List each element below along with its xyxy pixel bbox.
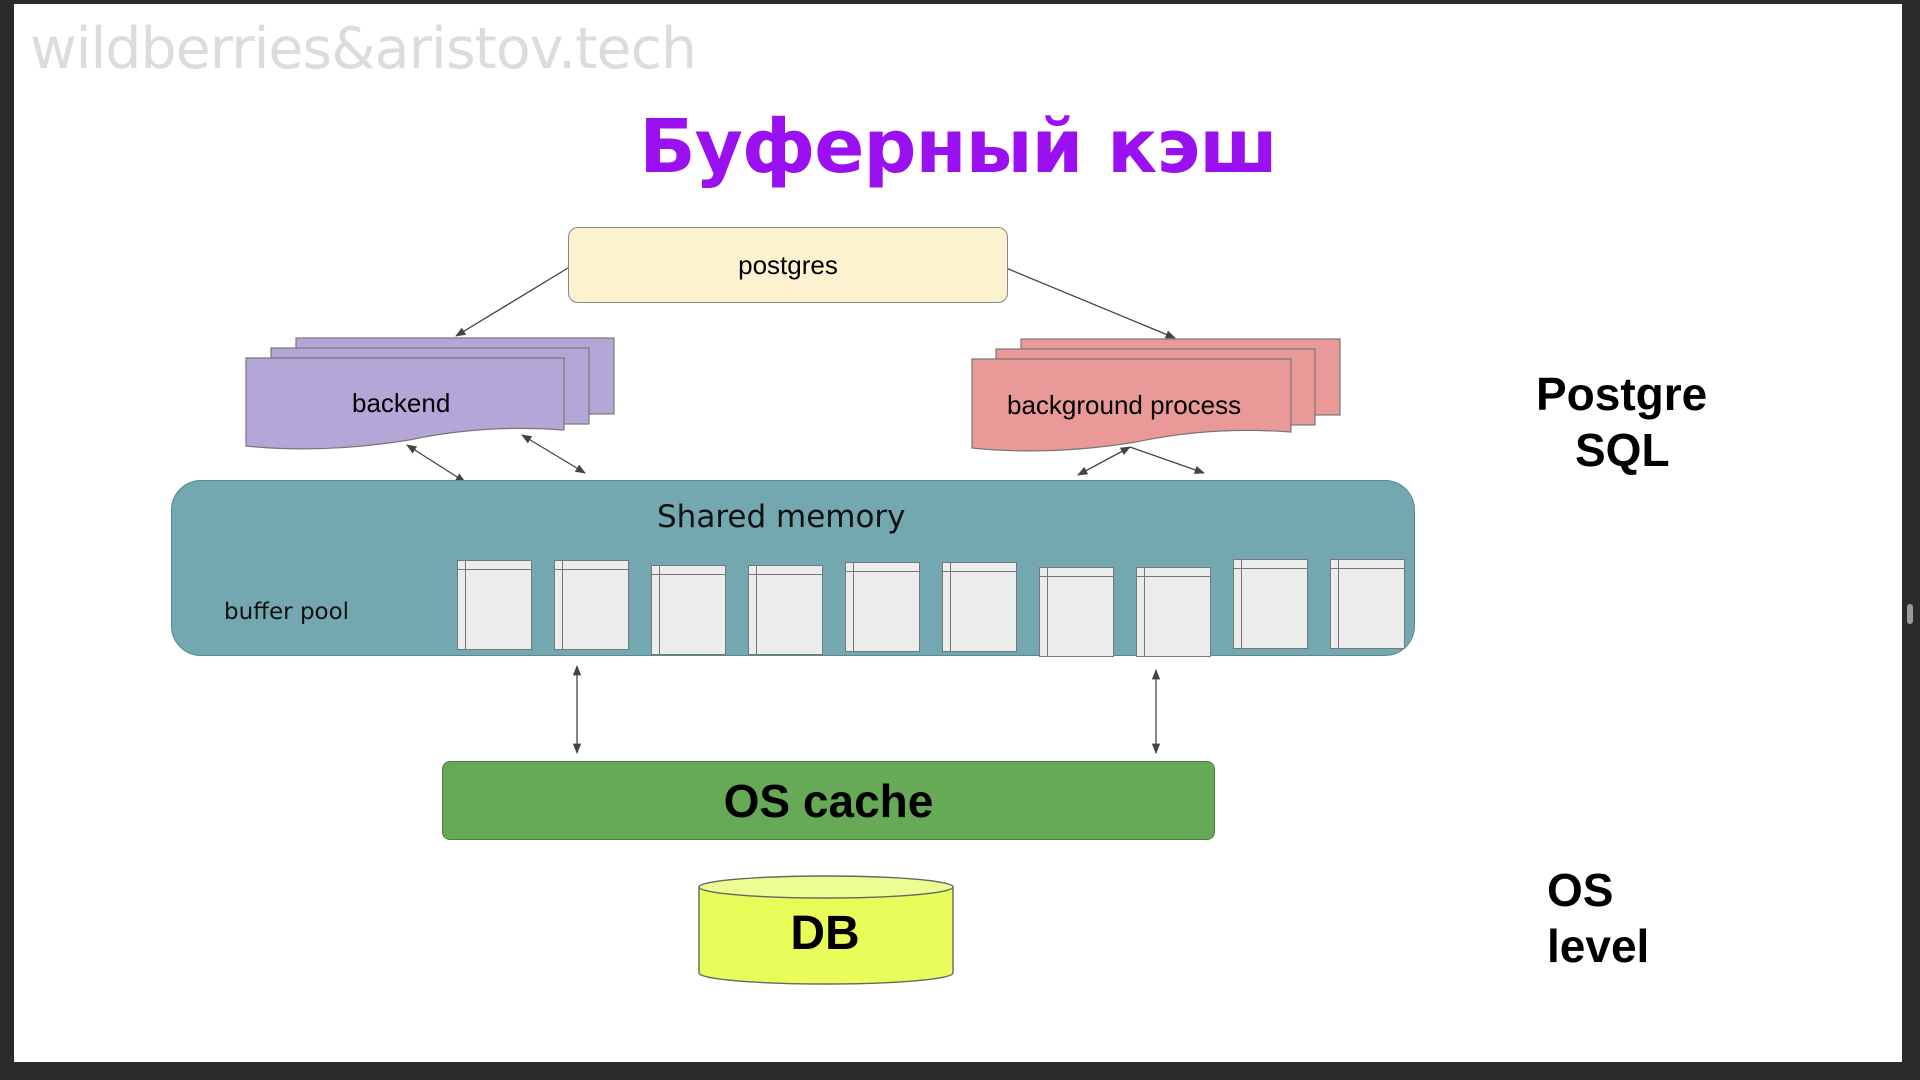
os-level-label-line1: OS [1547, 864, 1614, 916]
postgresql-label-line1: Postgre [1536, 368, 1708, 420]
buffer-page [748, 565, 823, 655]
postgresql-label-line2: SQL [1575, 424, 1670, 476]
diagram-canvas [245, 267, 1341, 985]
shared-memory-node: Shared memory buffer pool [171, 480, 1415, 657]
backend-doc-front [245, 357, 565, 450]
buffer-page [1330, 559, 1405, 649]
arrow-bgproc-shm-2 [1129, 446, 1205, 474]
os-cache-label: OS cache [723, 774, 934, 827]
buffer-page [942, 562, 1017, 652]
arrow-backend-shm-1 [406, 444, 466, 483]
background-process-label: background process [1007, 390, 1242, 420]
arrow-postgres-backend [455, 267, 569, 337]
buffer-page [651, 565, 726, 655]
buffer-page [1136, 567, 1211, 657]
shared-memory-label: Shared memory [657, 499, 906, 535]
buffer-page [845, 562, 920, 652]
db-cylinder [698, 875, 954, 985]
watermark: wildberries&aristov.tech [30, 16, 697, 82]
backend-stack [245, 337, 615, 450]
buffer-page [1233, 559, 1308, 649]
slide-title: Буферный кэш [639, 104, 1278, 190]
os-cache-node: OS cache [442, 761, 1215, 840]
arrow-bgproc-shm-1 [1077, 446, 1131, 476]
os-level-label-line2: level [1547, 920, 1650, 972]
postgres-node: postgres [568, 227, 1008, 303]
slide: wildberries&aristov.tech Буферный кэш [14, 4, 1902, 1062]
arrow-backend-shm-2 [521, 434, 586, 474]
backend-label: backend [352, 388, 451, 418]
arrow-postgres-bgproc [1005, 267, 1176, 339]
buffer-pool-label: buffer pool [224, 599, 350, 625]
buffer-page [1039, 567, 1114, 657]
scrollbar-thumb[interactable] [1907, 604, 1913, 624]
db-label: DB [790, 907, 860, 960]
buffer-page [554, 560, 629, 650]
buffer-page [457, 560, 532, 650]
bgproc-doc-front [971, 358, 1292, 452]
background-process-stack [971, 338, 1341, 452]
postgres-label: postgres [738, 249, 838, 280]
